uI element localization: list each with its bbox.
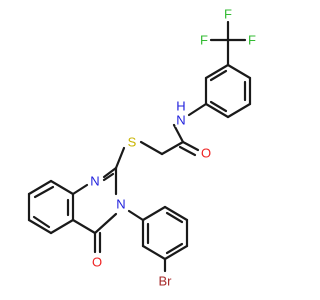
trifluoromethylphenyl-ring [204,63,252,119]
amide-nitrogen-label: N [176,113,185,128]
atom-label-background [175,99,187,113]
atom-label-background [246,33,258,47]
amide-hydrogen-label: H [176,99,185,114]
bromophenyl-ring [127,205,189,273]
molecule-canvas: F F F N H O S N N O Br [27,7,258,289]
trifluoromethyl-group [209,20,247,67]
quinazolinone-core [71,166,118,254]
bond [204,63,230,80]
bond [165,242,184,255]
bond [27,218,53,235]
bond [27,179,53,196]
carbonyl-oxygen-label: O [92,255,102,270]
fused-benzene-ring [27,179,75,235]
atom-label-background [115,197,127,211]
bond [102,166,118,179]
atom-label-background [89,174,101,188]
atom-label-background [222,7,234,21]
ring-nitrogen-label: N [116,197,125,212]
atom-label-background [155,274,175,288]
bond [33,185,55,199]
bond [49,218,75,235]
amide-oxygen-label: O [201,146,211,161]
sulfur-atom-label: S [128,135,137,150]
bond [114,146,126,170]
bond [71,183,89,196]
bond [226,63,252,80]
atom-label-background [200,146,212,160]
bond [141,205,167,222]
bond [32,215,51,229]
bond [102,172,115,182]
bond [172,123,185,144]
bond [187,102,208,117]
molecule-structure: F F F N H O S N N O Br [27,7,258,289]
bond [163,205,189,222]
bond [139,140,164,156]
bond [226,102,252,119]
bond [93,212,118,235]
atom-label-background [91,255,103,269]
bond [163,244,189,261]
atom-label-background [198,33,210,47]
atom-label-background [126,135,138,149]
fluorine-atom-label: F [224,7,232,22]
bond [181,140,200,152]
bond [49,179,75,196]
bond [165,211,184,224]
bond [71,218,97,235]
atom-labels: F F F N H O S N N O Br [89,7,258,289]
ring-nitrogen-label: N [90,174,99,189]
bond [209,100,228,113]
bond [141,244,167,261]
bromine-atom-label: Br [159,274,173,289]
bond [209,69,228,82]
bond [178,145,197,157]
amide-linkage [114,102,208,170]
bond [160,140,185,156]
atom-label-background [175,113,187,127]
fluorine-atom-label: F [200,33,208,48]
fluorine-atom-label: F [248,33,256,48]
bond [127,209,145,222]
bond [204,102,230,119]
